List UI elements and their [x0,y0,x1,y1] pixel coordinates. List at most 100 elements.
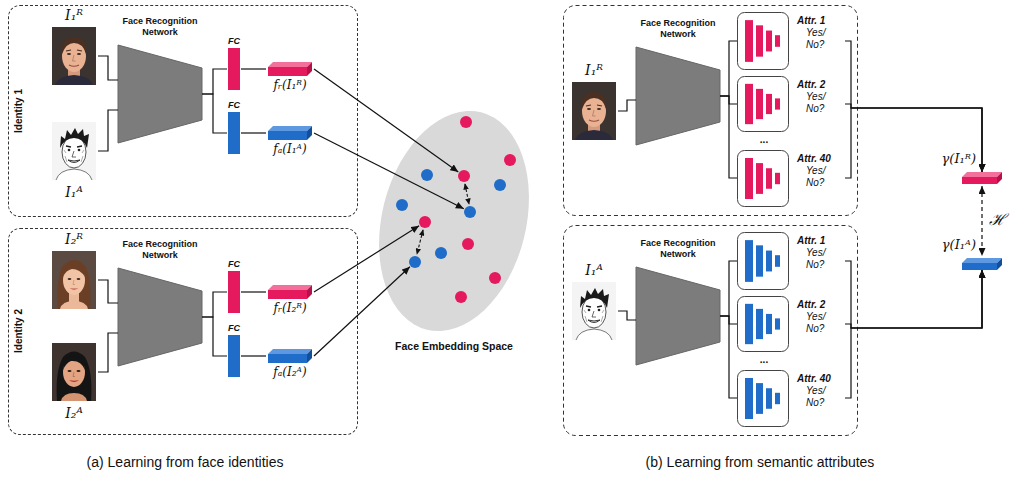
face-sketch [572,282,616,340]
connector [720,261,737,316]
embedding-vector: fᵣ(I₂ᴿ) [266,285,314,321]
face-photo-real [572,82,616,140]
node-text: FC [221,323,247,333]
classifier-layer [775,318,780,329]
connector [981,186,982,256]
classifier-box [738,151,789,207]
shape-outline [962,172,1002,184]
ellipsis-label: ... [748,134,780,146]
recognition-network: Face Recognition Network [118,239,202,367]
attribute-classifier: Attr. 2Yes/ No? [737,76,845,132]
node-text: Face Embedding Space [378,340,530,353]
node-text: Yes/ No? [806,385,832,409]
classifier-layer [775,255,780,267]
node-text: Attr. 40 [797,153,845,165]
classifier-layer [745,378,753,419]
node-text: I₁ᴿ [570,62,618,78]
block-top [268,349,312,354]
block-side [307,349,312,363]
node-text: I₂ᴿ [50,231,98,247]
recognition-network: Face Recognition Network [636,18,720,146]
shape-outline [962,258,1002,270]
block-top [268,62,312,67]
block-front [268,67,307,76]
node-text: Yes/ No? [806,247,832,271]
node-text: Attr. 2 [797,299,845,311]
embedding-space: Face Embedding Space [378,108,530,358]
attribute-code: γ(I₁ᴬ) [962,258,1002,270]
attribute-classifier: Attr. 1Yes/ No? [737,232,845,290]
network-trapezoid [636,267,720,365]
connector [202,94,227,133]
classifier-layer [745,20,753,62]
dashed-panel [564,226,858,436]
shape-outline [737,76,845,132]
identity-group: Identity 1 I₁ᴿI₁ᴬ Face Recognition Network… [8,5,358,217]
block-side [307,62,312,76]
recognition-network: Face Recognition Network [118,16,202,144]
connector [98,333,118,372]
node-text: fₐ(I₁ᴬ) [256,142,324,156]
node-text: Identity 1 [13,71,25,151]
classifier-layer [766,94,772,114]
connector [202,69,227,94]
connector [98,280,118,303]
connector [202,317,227,356]
fc-layer: FC [227,100,241,154]
classifier-layer [756,245,763,276]
face-image: I₁ᴬ [50,122,98,202]
dashed-panel [564,6,858,216]
subfigure-caption: (a) Learning from face identities [20,453,350,471]
face-image: I₁ᴿ [50,7,98,87]
connector [241,68,266,69]
connector [618,100,636,111]
attribute-code: γ(I₁ᴿ) [962,172,1002,184]
classifier-layer [766,314,772,334]
node-text: Face Recognition Network [105,239,215,261]
classifier-layer [766,31,772,52]
block-top [268,126,312,131]
node-text: FC [221,259,247,269]
classifier-box [738,13,789,70]
node-text: fᵣ(I₂ᴿ) [256,301,324,315]
connector [720,96,737,104]
classifier-box [738,77,789,132]
block-side [997,172,1002,184]
node-text: I₁ᴬ [570,262,618,278]
block-top [962,258,1002,263]
node-text: Yes/ No? [806,165,832,189]
classifier-layer [775,173,780,184]
network-trapezoid [118,268,202,366]
node-text: Yes/ No? [806,91,832,115]
connector [720,41,737,96]
subfigure-caption: (b) Learning from semantic attributes [600,453,920,471]
attribute-classifier: Attr. 2Yes/ No? [737,296,845,352]
node-text: Face Recognition Network [623,238,733,260]
block-top [962,172,1002,177]
recognition-network: Face Recognition Network [636,238,720,366]
node-text: Attr. 1 [797,235,845,247]
block-side [307,285,312,299]
classifier-layer [775,35,780,47]
label-holder: ... [748,134,780,146]
block-top [268,285,312,290]
classifier-layer [775,98,780,109]
classifier-layer [756,383,763,414]
block-front [268,131,307,140]
classifier-layer [756,163,763,194]
block-front [962,263,997,270]
connector [618,311,636,320]
node-text: fᵣ(I₁ᴿ) [256,78,324,92]
fc-layer: FC [227,36,241,90]
face-image: I₁ᴬ [570,262,618,342]
embedding-ellipse [357,95,551,347]
classifier-layer [745,84,753,124]
face-photo-real [52,27,96,85]
shape-outline [737,232,845,290]
connector [202,292,227,317]
connector [241,355,266,356]
fc-bar [228,271,240,313]
node-text: FC [221,100,247,110]
classifier-layer [745,158,753,199]
